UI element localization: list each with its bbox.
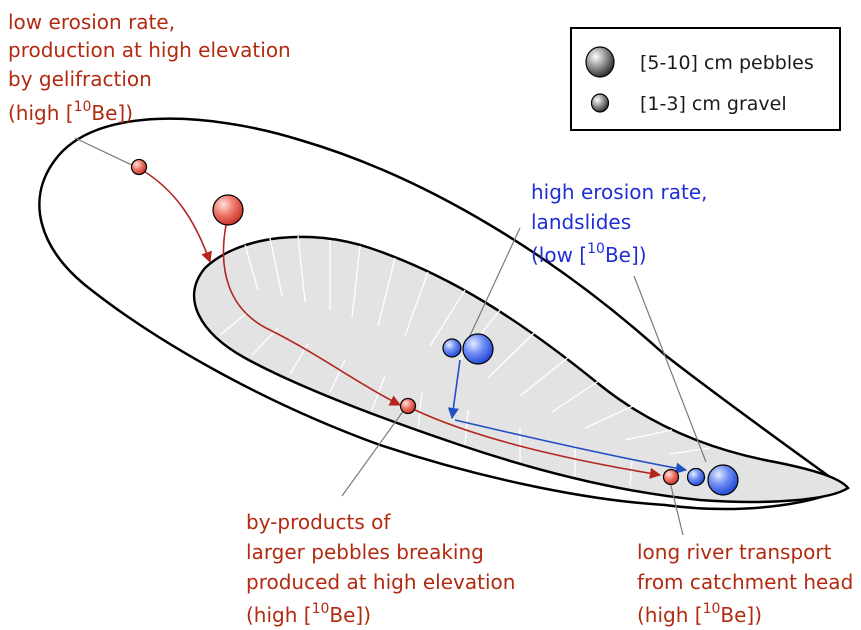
blue-gravel-landslide — [442, 338, 462, 358]
blue-arrow-landslide-down — [447, 359, 461, 420]
legend-pebble-label: [5-10] cm pebbles — [640, 52, 814, 74]
low-erosion-line3: by gelifraction — [8, 67, 152, 91]
leader-byproducts — [341, 409, 405, 497]
high-erosion-line2: landslides — [531, 210, 631, 234]
label-byproducts: by-products of larger pebbles breaking p… — [246, 510, 515, 627]
leader-lines — [74, 137, 707, 536]
label-low-erosion: low erosion rate, production at high ele… — [8, 10, 291, 125]
legend: [5-10] cm pebbles [1-3] cm gravel — [570, 27, 841, 131]
red-pebble-source — [212, 194, 244, 226]
long-transport-line3: (high [10Be]) — [637, 601, 762, 627]
inner-valley-area — [193, 235, 850, 504]
byproducts-line2: larger pebbles breaking — [246, 540, 484, 564]
low-erosion-line4: (high [10Be]) — [8, 99, 133, 125]
long-transport-line2: from catchment head — [637, 570, 853, 594]
label-long-transport: long river transport from catchment head… — [637, 540, 853, 627]
red-arrow-pebble-breaking — [222, 224, 402, 406]
blue-gravel-outlet — [686, 467, 706, 487]
legend-gravel-label: [1-3] cm gravel — [640, 93, 787, 115]
legend-pebble-symbol — [585, 46, 615, 78]
red-arrow-gravel-to-valley — [141, 169, 212, 264]
low-erosion-line2: production at high elevation — [8, 38, 291, 62]
leader-long-transport — [633, 275, 707, 463]
blue-arrow-downstream — [454, 419, 688, 474]
leader-high-erosion — [467, 227, 521, 341]
red-gravel-outlet — [662, 468, 680, 486]
long-transport-line1: long river transport — [637, 540, 832, 564]
red-arrow-downstream — [414, 409, 662, 479]
red-gravel-byproduct — [399, 397, 417, 415]
blue-pebble-landslide — [462, 333, 494, 365]
byproducts-line4: (high [10Be]) — [246, 601, 371, 627]
low-erosion-line1: low erosion rate, — [8, 10, 175, 34]
blue-pebble-outlet — [707, 464, 739, 496]
leader-outlet — [669, 481, 684, 536]
high-erosion-line3: (low [10Be]) — [531, 241, 647, 267]
byproducts-line3: produced at high elevation — [246, 570, 515, 594]
leader-low-erosion — [74, 137, 135, 167]
byproducts-line1: by-products of — [246, 510, 391, 534]
label-high-erosion: high erosion rate, landslides (low [10Be… — [531, 180, 708, 267]
high-erosion-line1: high erosion rate, — [531, 180, 708, 204]
legend-box — [570, 27, 841, 131]
red-gravel-source — [130, 158, 148, 176]
legend-gravel-symbol — [590, 93, 610, 113]
